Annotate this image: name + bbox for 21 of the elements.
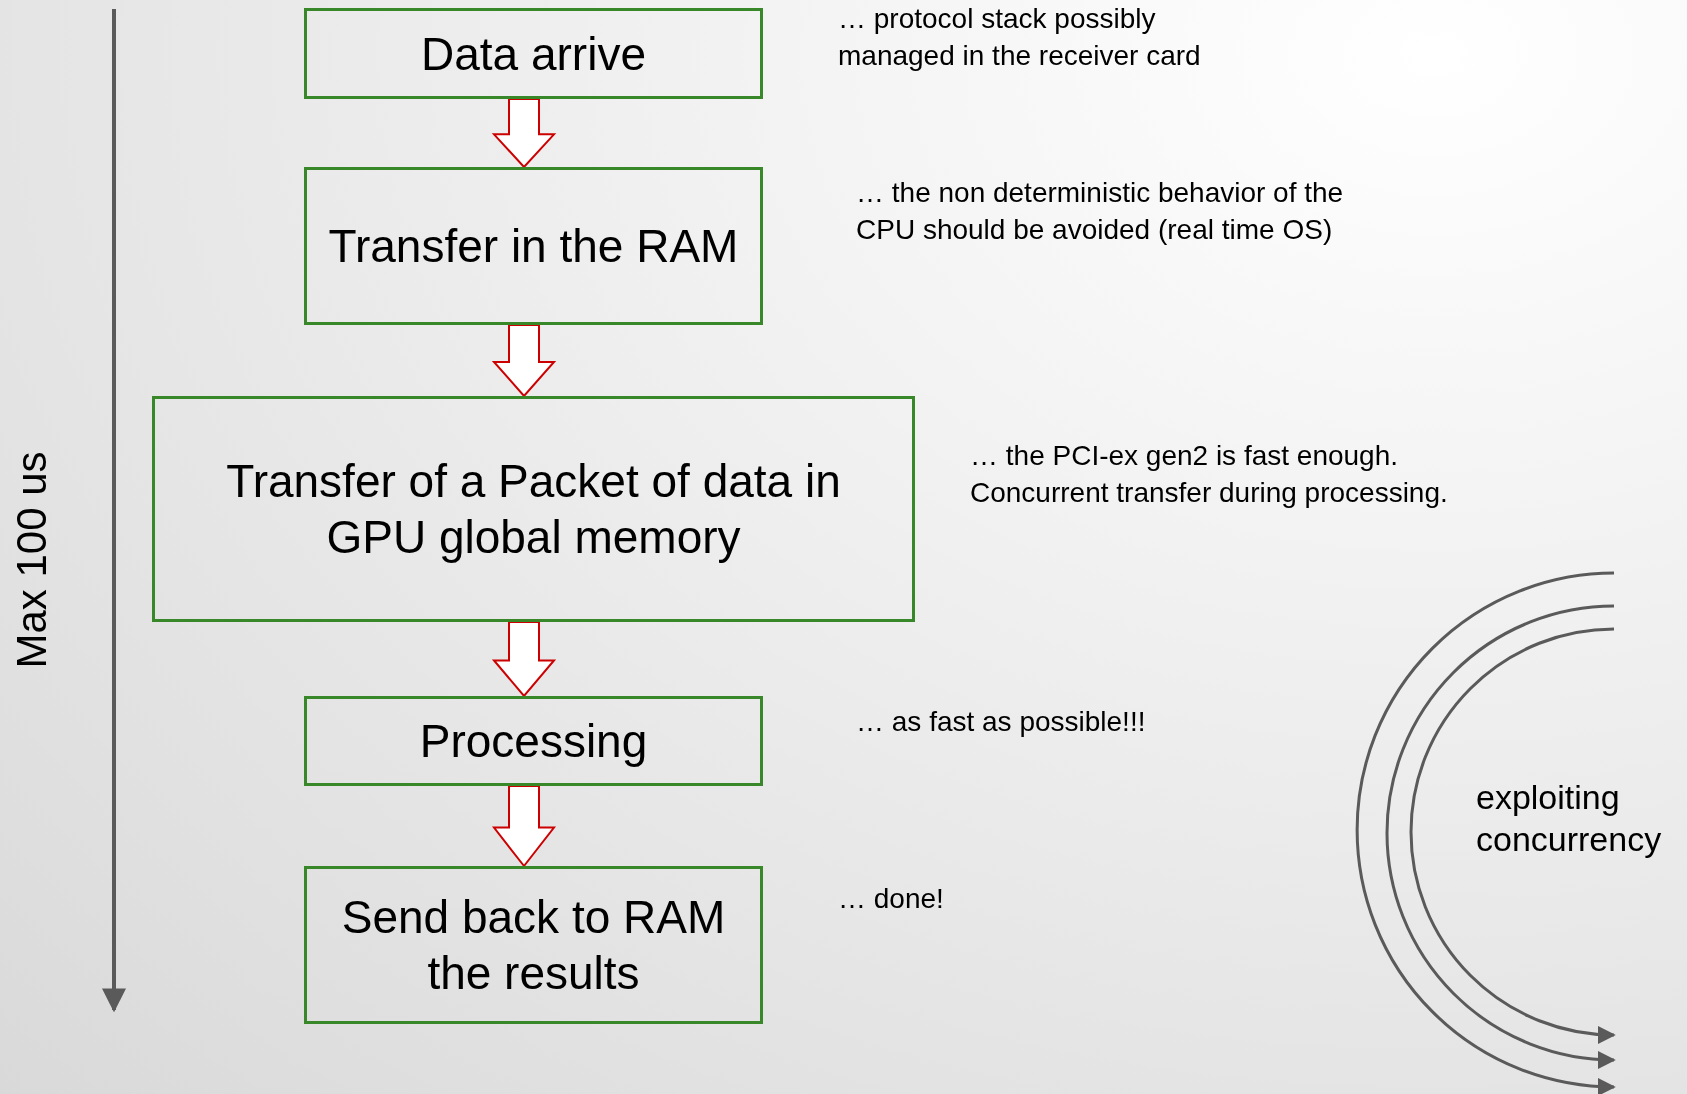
- axis-label: Max 100 us: [8, 451, 56, 669]
- hollow-arrow: [491, 621, 557, 698]
- box-text: Send back to RAM the results: [340, 890, 727, 1001]
- box-text: Transfer of a Packet of data in GPU global memory: [225, 454, 842, 565]
- process-box: [304, 8, 763, 99]
- note-text: … the PCI-ex gen2 is fast enough. Concurrent transfer during processing.: [970, 439, 1449, 510]
- hollow-arrow: [491, 324, 557, 398]
- process-box: [304, 167, 763, 325]
- box-text: Data arrive: [421, 26, 646, 82]
- hollow-arrow: [491, 785, 557, 868]
- box-text: Processing: [419, 714, 648, 769]
- note-text: … protocol stack possibly managed in the receiver card: [838, 2, 1202, 73]
- process-box: [152, 396, 915, 622]
- box-text: Transfer in the RAM: [328, 219, 739, 274]
- process-box: [304, 866, 763, 1024]
- annotation-text: exploiting concurrency: [1476, 777, 1663, 860]
- note-text: … done!: [838, 882, 945, 916]
- note-text: … as fast as possible!!!: [856, 705, 1147, 739]
- note-text: … the non deterministic behavior of the CPU should be avoided (real time OS): [856, 176, 1345, 247]
- process-box: [304, 696, 763, 786]
- hollow-arrow: [491, 98, 557, 169]
